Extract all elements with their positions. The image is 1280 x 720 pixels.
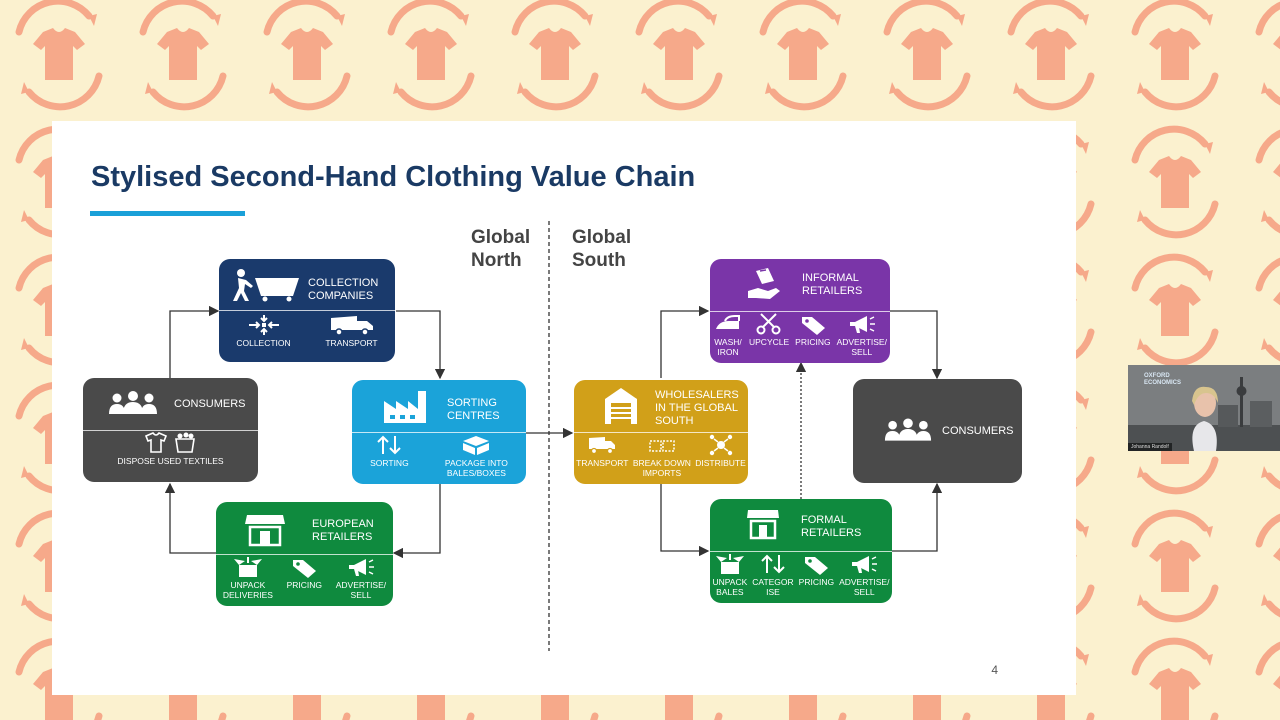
flow-connectors <box>164 221 943 651</box>
sub-categorise: CATEGOR ISE <box>752 553 794 603</box>
node-informal-retailers: INFORMAL RETAILERS WASH/ IRON UPCYCLE <box>710 259 890 363</box>
sub-unpack-bales: UNPACK BALES <box>712 553 747 603</box>
sub-dispose-textiles: DISPOSE USED TEXTILES <box>117 432 224 482</box>
scissors-icon <box>756 313 781 335</box>
sub-collection: COLLECTION <box>236 314 291 362</box>
sub-advertise-informal: ADVERTISE/ SELL <box>837 313 887 363</box>
worker-pushing-bin-icon <box>233 269 299 302</box>
region-south-line2: South <box>572 250 626 271</box>
node-sorting-label: SORTING CENTRES <box>447 397 500 422</box>
node-consumers-south-label: CONSUMERS <box>942 425 1014 437</box>
arrow-wholesalers-to-informal <box>660 305 710 378</box>
sub-sorting: SORTING <box>370 434 409 484</box>
storefront-icon <box>245 515 285 547</box>
node-informal-retailers-label: INFORMAL RETAILERS <box>802 272 863 297</box>
megaphone-icon <box>348 559 374 576</box>
node-wholesalers-label: WHOLESALERS IN THE GLOBAL SOUTH <box>655 389 739 427</box>
region-north-line2: North <box>471 250 522 271</box>
node-formal-retailers-label: FORMAL RETAILERS <box>801 514 862 539</box>
sub-wash-iron: WASH/ IRON <box>713 313 743 363</box>
arrow-collection-to-sorting <box>396 310 446 380</box>
tshirt-bin-icon <box>145 432 196 453</box>
sub-unpack-deliveries: UNPACK DELIVERIES <box>223 556 273 606</box>
node-collection-label: COLLECTION COMPANIES <box>308 277 379 302</box>
arrow-sorting-to-retailers <box>392 484 441 559</box>
gather-arrows-icon <box>248 315 279 335</box>
node-consumers-north: CONSUMERS DISPOSE USED TEXTILES <box>83 378 258 482</box>
webcam-logo-text: OXFORD ECONOMICS <box>1144 373 1182 386</box>
arrow-wholesalers-to-formal <box>660 484 710 557</box>
webcam-name-tag: Johanna Randolf <box>1128 443 1172 451</box>
split-bale-icon <box>649 440 675 452</box>
hand-money-icon <box>748 268 780 299</box>
sub-advertise-european: ADVERTISE/ SELL <box>336 556 386 606</box>
region-south-line1: Global <box>572 227 632 248</box>
people-icon <box>884 418 932 441</box>
arrow-formal-to-consumers <box>890 482 943 552</box>
slide-title: Stylised Second-Hand Clothing Value Chai… <box>91 161 696 193</box>
price-tag-icon <box>801 317 825 335</box>
megaphone-icon <box>849 316 875 333</box>
node-sorting-centres: SORTING CENTRES SORTING PACKAGE INTO BAL… <box>352 380 526 484</box>
box-icon <box>463 436 490 455</box>
truck-icon <box>330 316 373 336</box>
title-underline <box>90 211 245 216</box>
people-icon <box>109 391 157 414</box>
up-down-arrows-icon <box>761 554 785 574</box>
price-tag-icon <box>805 557 829 575</box>
sub-pricing-informal: PRICING <box>795 313 831 363</box>
price-tag-icon <box>293 560 317 578</box>
sub-pricing-european: PRICING <box>287 556 322 606</box>
sub-transport-wholesalers: TRANSPORT <box>576 434 628 484</box>
sub-package: PACKAGE INTO BALES/BOXES <box>445 434 508 484</box>
sub-advertise-formal: ADVERTISE/ SELL <box>839 553 889 603</box>
sub-pricing-formal: PRICING <box>799 553 834 603</box>
region-north-line1: Global <box>471 227 531 248</box>
up-down-arrows-icon <box>377 435 402 455</box>
page-number: 4 <box>991 663 998 677</box>
sub-transport: TRANSPORT <box>325 314 378 362</box>
webcam-logo: OXFORD ECONOMICS <box>1144 373 1181 387</box>
node-formal-retailers: FORMAL RETAILERS UNPACK BALES CATEGOR IS… <box>710 499 892 603</box>
node-wholesalers: WHOLESALERS IN THE GLOBAL SOUTH TRANSPOR… <box>574 380 748 484</box>
iron-icon <box>716 315 740 329</box>
arrow-retailers-to-consumers <box>164 482 216 554</box>
node-collection-companies: COLLECTION COMPANIES COLLECTION TRANSPOR… <box>219 259 395 362</box>
distribute-icon <box>709 434 732 456</box>
webcam-video-overlay: OXFORD ECONOMICS Johanna Randolf <box>1128 365 1280 451</box>
region-label-global-north: Global North <box>471 226 551 272</box>
warehouse-icon <box>605 388 637 424</box>
region-label-global-south: Global South <box>572 226 652 272</box>
node-consumers-south: CONSUMERS <box>853 379 1022 483</box>
node-consumers-north-label: CONSUMERS <box>174 398 246 410</box>
arrow-consumers-to-collection <box>169 305 220 378</box>
arrow-informal-to-consumers <box>890 310 943 380</box>
sub-break-down-imports: BREAK DOWN IMPORTS <box>633 434 691 484</box>
storefront-icon <box>747 510 779 540</box>
sub-distribute: DISTRIBUTE <box>695 434 746 484</box>
sub-upcycle: UPCYCLE <box>749 313 789 363</box>
node-european-retailers-label: EUROPEAN RETAILERS <box>312 518 374 543</box>
node-european-retailers: EUROPEAN RETAILERS UNPACK DELIVERIES PRI… <box>216 502 393 606</box>
truck-icon <box>589 437 616 455</box>
open-box-icon <box>715 554 744 574</box>
megaphone-icon <box>852 556 878 573</box>
open-box-icon <box>233 557 262 577</box>
slide: Stylised Second-Hand Clothing Value Chai… <box>52 121 1076 695</box>
factory-icon <box>384 391 426 423</box>
